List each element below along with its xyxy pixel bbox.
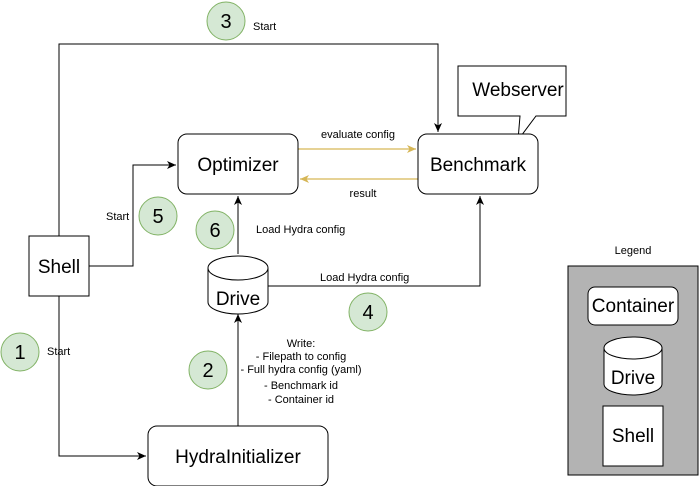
write-note-line: - Benchmark id	[264, 380, 338, 392]
evaluate-config-label: evaluate config	[321, 129, 395, 141]
step-number: 2	[202, 360, 213, 382]
shell-label: Shell	[38, 257, 80, 278]
drive-node	[207, 255, 269, 315]
step-number: 4	[362, 302, 373, 324]
hydrainitializer-label: HydraInitializer	[175, 447, 301, 468]
step-3-badge: 3	[206, 1, 246, 41]
optimizer-label: Optimizer	[197, 155, 279, 176]
load-hydra-config-benchmark-label: Load Hydra config	[320, 272, 409, 284]
legend-container-label: Container	[592, 296, 675, 317]
legend-shell-swatch	[602, 405, 664, 467]
benchmark-node	[417, 133, 539, 195]
step-number: 1	[14, 342, 25, 364]
start-label-top: Start	[253, 21, 276, 33]
step-number: 3	[220, 11, 231, 33]
step-1-badge: 1	[0, 332, 40, 372]
write-note-line: - Filepath to config	[256, 351, 347, 363]
benchmark-label: Benchmark	[430, 155, 527, 176]
step-6-badge: 6	[195, 210, 235, 250]
legend-shell-label: Shell	[612, 426, 654, 447]
edge-shell-to-optimizer	[89, 161, 176, 267]
hydrainitializer-node	[147, 425, 329, 486]
start-label-mid: Start	[106, 211, 129, 223]
legend-container-swatch	[587, 286, 679, 326]
webserver-callout	[457, 65, 567, 142]
edge-shell-to-hydrainitializer	[58, 296, 146, 460]
step-5-badge: 5	[138, 196, 178, 236]
optimizer-node	[177, 133, 299, 195]
step-4-badge: 4	[348, 292, 388, 332]
load-hydra-config-optimizer-label: Load Hydra config	[256, 224, 345, 236]
start-label-bottom: Start	[47, 346, 70, 358]
result-label: result	[350, 188, 377, 200]
drive-label: Drive	[216, 289, 260, 310]
write-note-line: - Container id	[268, 394, 334, 406]
legend-title: Legend	[615, 245, 652, 257]
shell-node	[28, 235, 90, 297]
write-note-line: - Full hydra config (yaml)	[240, 364, 361, 376]
legend-drive-label: Drive	[611, 368, 655, 389]
write-note: Write: - Filepath to config - Full hydra…	[240, 338, 361, 406]
edge-shell-to-benchmark	[58, 43, 442, 236]
edge-drive-to-benchmark	[268, 196, 484, 287]
step-number: 5	[152, 206, 163, 228]
step-number: 6	[209, 220, 220, 242]
write-note-title: Write:	[287, 338, 316, 350]
step-2-badge: 2	[188, 350, 228, 390]
webserver-label: Webserver	[472, 80, 564, 101]
legend-drive-swatch	[603, 336, 663, 396]
